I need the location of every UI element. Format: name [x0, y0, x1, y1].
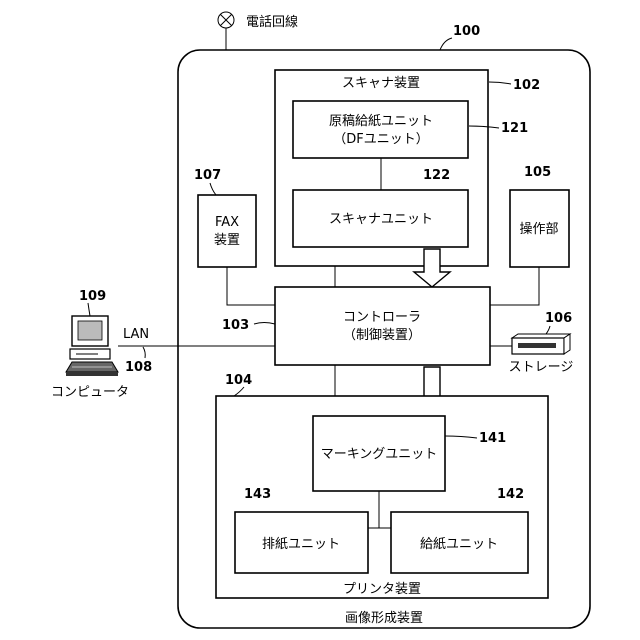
phone-line-symbol-icon — [218, 12, 234, 28]
discharge-unit-label: 排紙ユニット — [262, 537, 340, 552]
operation-number: 105 — [524, 165, 551, 180]
feed-unit-number: 142 — [497, 487, 524, 502]
operation-unit-label: 操作部 — [519, 221, 558, 237]
discharge-unit-number: 143 — [244, 487, 271, 502]
controller-box — [275, 287, 490, 365]
controller-line2: （制御装置） — [343, 328, 421, 343]
phone-line-label: 電話回線 — [246, 14, 298, 30]
feed-unit-label: 給紙ユニット — [420, 537, 498, 552]
computer-leader — [88, 303, 90, 316]
lan-leader — [143, 347, 145, 358]
marking-unit-label: マーキングユニット — [321, 447, 438, 462]
computer-label: コンピュータ — [51, 385, 129, 400]
device-number: 100 — [453, 24, 480, 39]
image-forming-device-label: 画像形成装置 — [345, 611, 423, 626]
computer-icon — [66, 316, 118, 376]
storage-number: 106 — [545, 311, 572, 326]
fax-number: 107 — [194, 168, 221, 183]
df-unit-number: 121 — [501, 121, 528, 136]
scanner-device-label: スキャナ装置 — [342, 76, 420, 91]
fax-device-box — [198, 195, 256, 267]
fax-device-line2: 装置 — [214, 233, 240, 248]
scanner-unit-number: 122 — [423, 168, 450, 183]
controller-line1: コントローラ — [343, 310, 421, 325]
storage-label: ストレージ — [509, 360, 574, 375]
device-leader — [440, 38, 452, 50]
controller-number: 103 — [222, 318, 249, 333]
lan-label: LAN — [123, 327, 149, 342]
printer-device-label: プリンタ装置 — [343, 582, 421, 597]
printer-number: 104 — [225, 373, 252, 388]
fax-device-line1: FAX — [215, 215, 239, 230]
df-unit-box — [293, 101, 468, 158]
marking-unit-number: 141 — [479, 431, 506, 446]
df-unit-line1: 原稿給紙ユニット — [329, 113, 433, 129]
scanner-unit-label: スキャナユニット — [329, 212, 433, 227]
storage-drive-icon — [512, 334, 570, 354]
lan-number: 108 — [125, 360, 152, 375]
df-unit-line2: （DFユニット） — [333, 132, 429, 147]
scanner-number: 102 — [513, 78, 540, 93]
computer-number: 109 — [79, 289, 106, 304]
